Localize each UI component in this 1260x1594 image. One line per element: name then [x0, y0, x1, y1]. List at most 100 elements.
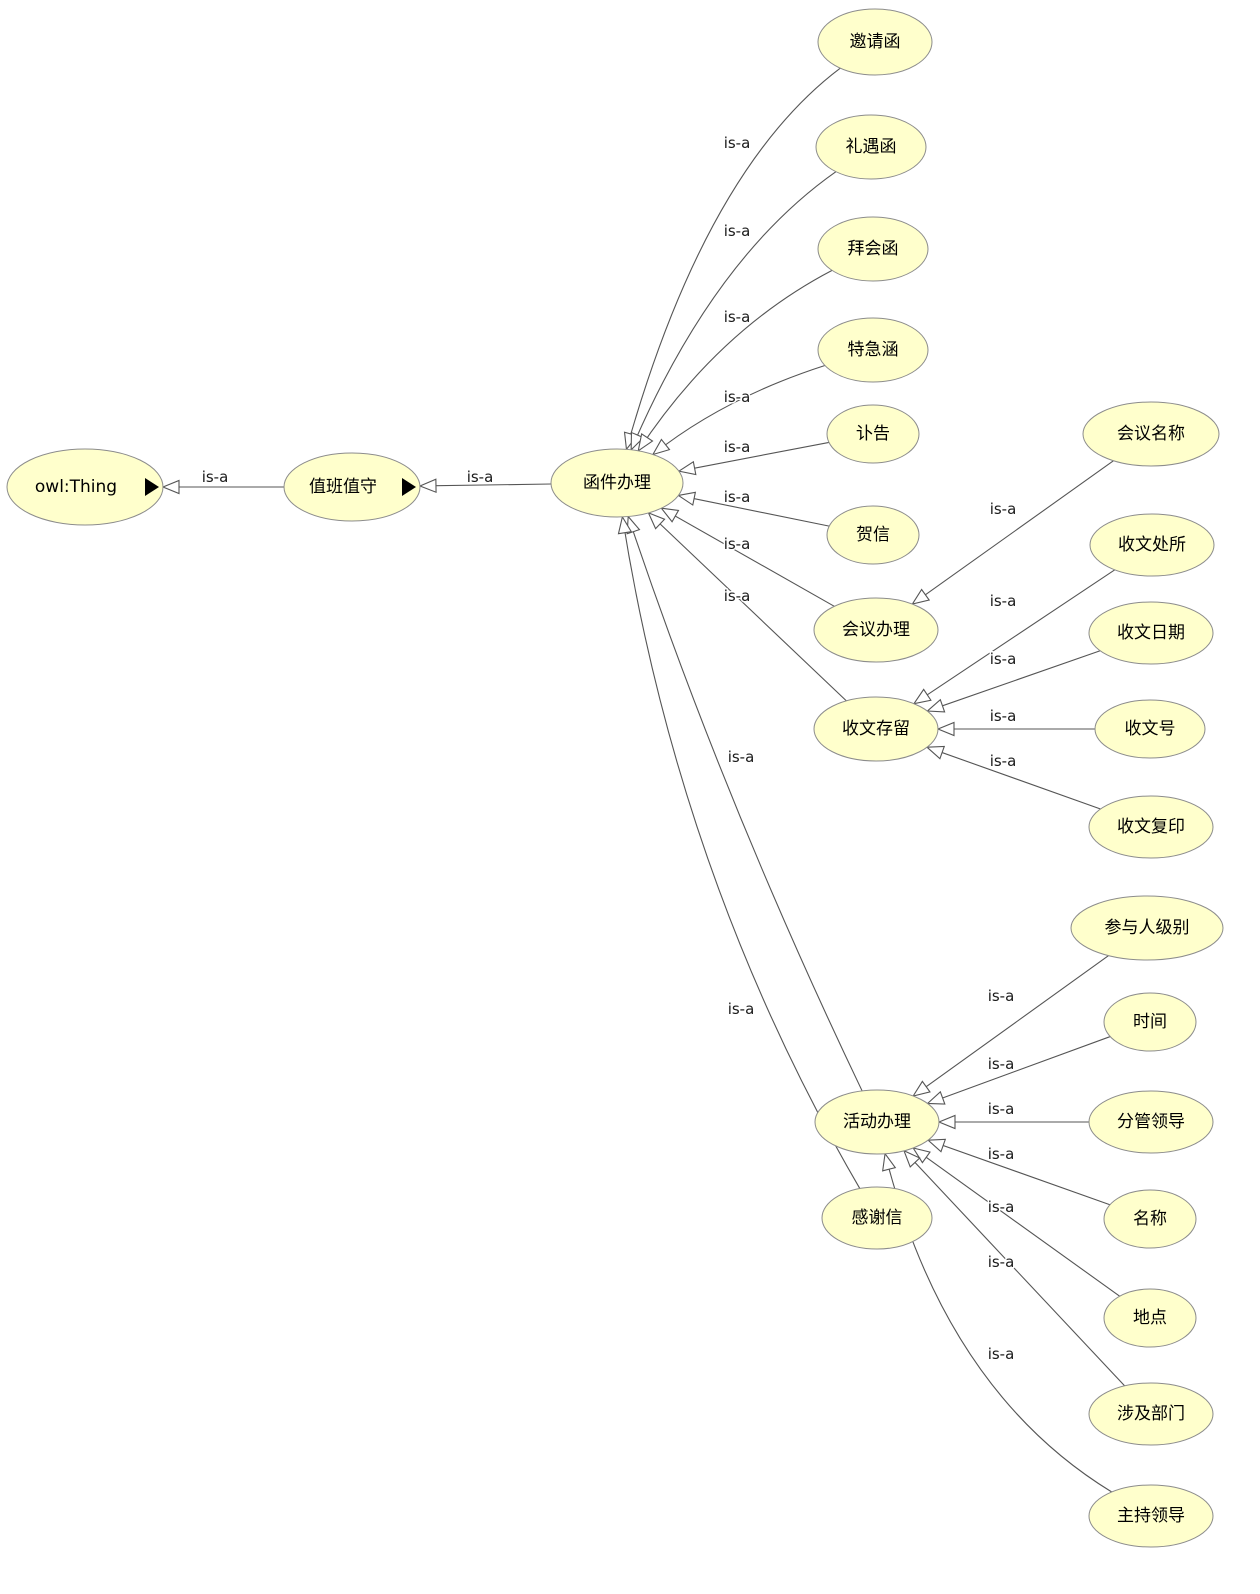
- node-ellipse[interactable]: [283, 452, 421, 522]
- edge-label: is-a: [990, 592, 1017, 610]
- node-label: 活动办理: [843, 1112, 911, 1132]
- node-ellipse[interactable]: [817, 317, 929, 383]
- node-yaoqing-han[interactable]: 邀请函: [817, 8, 933, 76]
- node-ellipse[interactable]: [6, 448, 164, 526]
- node-label: 讣告: [856, 424, 890, 444]
- nodes-layer: owl:Thing 值班值守 函件办理 邀请函礼遇函拜会函特急涵讣告贺信会议办理收文存…: [6, 8, 1224, 1548]
- is-a-arrowhead: [903, 1149, 921, 1168]
- node-ellipse[interactable]: [1088, 1484, 1214, 1548]
- node-shijian[interactable]: 时间: [1103, 992, 1197, 1052]
- is-a-arrowhead: [677, 460, 697, 476]
- node-ellipse[interactable]: [826, 404, 920, 464]
- is-a-arrowhead: [617, 515, 633, 535]
- node-zhiban-zhishou[interactable]: 值班值守: [283, 452, 421, 522]
- node-label: 收文号: [1125, 719, 1176, 739]
- node-label: 邀请函: [850, 32, 901, 52]
- expand-arrow-icon[interactable]: [402, 478, 416, 496]
- edge-label: is-a: [724, 587, 751, 605]
- edge-label: is-a: [724, 535, 751, 553]
- arrowheads-layer: [161, 431, 956, 1172]
- is-a-edge: [661, 507, 835, 607]
- is-a-edge: [621, 516, 861, 1189]
- node-label: 地点: [1133, 1308, 1167, 1328]
- node-canyuren-jibie[interactable]: 参与人级别: [1070, 895, 1224, 961]
- node-label: 收文复印: [1117, 817, 1185, 837]
- node-ellipse[interactable]: [814, 1089, 940, 1155]
- node-shouwen-riqi[interactable]: 收文日期: [1088, 601, 1214, 665]
- node-ellipse[interactable]: [815, 114, 927, 180]
- node-shouwen-fuyin[interactable]: 收文复印: [1088, 795, 1214, 859]
- node-hanjian-banli[interactable]: 函件办理: [550, 448, 684, 518]
- node-ellipse[interactable]: [826, 505, 920, 565]
- is-a-edge: [625, 67, 841, 450]
- node-ellipse[interactable]: [817, 216, 929, 282]
- is-a-edge: [648, 512, 847, 702]
- is-a-arrowhead: [926, 1090, 946, 1105]
- is-a-arrowhead: [925, 745, 946, 760]
- node-owl-thing[interactable]: owl:Thing: [6, 448, 164, 526]
- node-baihui-han[interactable]: 拜会函: [817, 216, 929, 282]
- node-label: 收文日期: [1117, 623, 1185, 643]
- node-label: 涉及部门: [1117, 1404, 1185, 1424]
- is-a-edge: [912, 460, 1114, 605]
- node-label: 收文存留: [842, 719, 910, 739]
- is-a-edge: [926, 746, 1101, 810]
- node-didian[interactable]: 地点: [1103, 1288, 1197, 1348]
- node-ellipse[interactable]: [817, 8, 933, 76]
- node-ellipse[interactable]: [1088, 601, 1214, 665]
- node-ellipse[interactable]: [1103, 1189, 1197, 1249]
- node-ellipse[interactable]: [1088, 795, 1214, 859]
- node-ellipse[interactable]: [1094, 699, 1206, 759]
- node-teji-han[interactable]: 特急涵: [817, 317, 929, 383]
- is-a-edge: [678, 494, 830, 527]
- edge-label: is-a: [728, 748, 755, 766]
- node-shouwen-hao[interactable]: 收文号: [1094, 699, 1206, 759]
- edge-label: is-a: [990, 500, 1017, 518]
- node-mingcheng[interactable]: 名称: [1103, 1189, 1197, 1249]
- node-ganxie-xin[interactable]: 感谢信: [821, 1186, 933, 1250]
- node-liyu-han[interactable]: 礼遇函: [815, 114, 927, 180]
- is-a-edge: [927, 1036, 1111, 1104]
- node-ellipse[interactable]: [1070, 895, 1224, 961]
- node-ellipse[interactable]: [821, 1186, 933, 1250]
- node-ellipse[interactable]: [1088, 1090, 1214, 1154]
- node-ellipse[interactable]: [550, 448, 684, 518]
- edge-label: is-a: [724, 222, 751, 240]
- node-fenguan-lingdao[interactable]: 分管领导: [1088, 1090, 1214, 1154]
- node-zhuchi-lingdao[interactable]: 主持领导: [1088, 1484, 1214, 1548]
- edge-label: is-a: [988, 1055, 1015, 1073]
- node-shouwen-cunliu[interactable]: 收文存留: [813, 696, 939, 762]
- expand-arrow-icon[interactable]: [145, 478, 159, 496]
- is-a-arrowhead: [647, 511, 666, 530]
- edge-label: is-a: [724, 134, 751, 152]
- is-a-arrowhead: [660, 507, 680, 523]
- is-a-arrowhead: [911, 588, 931, 605]
- edge-label: is-a: [724, 308, 751, 326]
- is-a-edge: [912, 955, 1109, 1097]
- node-ellipse[interactable]: [1089, 513, 1215, 577]
- edge-label: is-a: [988, 1198, 1015, 1216]
- node-ellipse[interactable]: [813, 597, 939, 663]
- edge-label: is-a: [724, 388, 751, 406]
- is-a-edge: [627, 516, 863, 1092]
- node-label: 时间: [1133, 1012, 1167, 1032]
- node-fugao[interactable]: 讣告: [826, 404, 920, 464]
- node-huiyi-banli[interactable]: 会议办理: [813, 597, 939, 663]
- node-ellipse[interactable]: [1103, 1288, 1197, 1348]
- node-ellipse[interactable]: [1082, 401, 1220, 467]
- node-ellipse[interactable]: [1088, 1382, 1214, 1446]
- is-a-edge: [637, 269, 833, 452]
- node-ellipse[interactable]: [813, 696, 939, 762]
- node-huiyi-mingcheng[interactable]: 会议名称: [1082, 401, 1220, 467]
- edge-label: is-a: [202, 468, 229, 486]
- is-a-edge: [927, 1139, 1111, 1206]
- edge-label: is-a: [467, 468, 494, 486]
- node-sheji-bumen[interactable]: 涉及部门: [1088, 1382, 1214, 1446]
- is-a-arrowhead: [630, 431, 645, 452]
- node-ellipse[interactable]: [1103, 992, 1197, 1052]
- node-huodong-banli[interactable]: 活动办理: [814, 1089, 940, 1155]
- node-hexin[interactable]: 贺信: [826, 505, 920, 565]
- edge-label: is-a: [724, 438, 751, 456]
- node-shouwen-chusuo[interactable]: 收文处所: [1089, 513, 1215, 577]
